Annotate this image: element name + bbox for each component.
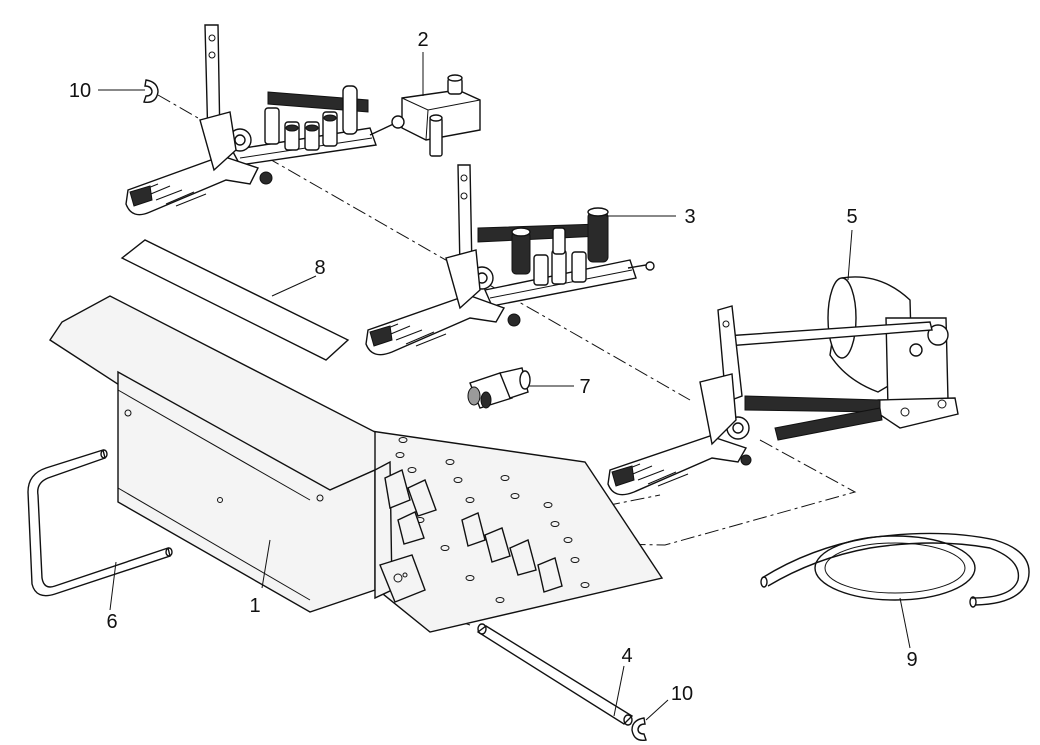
plate-brackets	[384, 469, 563, 593]
tubing-coil-part-9	[760, 532, 1030, 608]
callout-10b: 10	[671, 683, 693, 705]
callout-labels: 1 2 3 4 5 6 7 8 9 10 10	[69, 29, 918, 705]
leader-lines	[98, 52, 911, 721]
callout-9: 9	[906, 649, 917, 671]
callout-10a: 10	[69, 80, 91, 102]
callout-2: 2	[417, 29, 428, 51]
switch-block-part-2	[391, 74, 481, 157]
pedal-assembly-top	[125, 24, 403, 216]
gasket-sheet-part-8	[120, 239, 350, 361]
callout-6: 6	[106, 611, 117, 633]
callout-3: 3	[684, 206, 695, 228]
fitting-part-7	[467, 367, 531, 409]
plate-holes	[395, 437, 590, 603]
retaining-clip-part-10-bottom	[631, 717, 647, 741]
retaining-clip-part-10-top	[143, 79, 159, 103]
callout-8: 8	[314, 257, 325, 279]
base-plate-part-1	[49, 295, 664, 633]
pedal-assembly-middle	[365, 164, 655, 356]
pedal-assembly-right	[607, 276, 959, 496]
callout-5: 5	[846, 206, 857, 228]
valve-cylinders-part-3	[511, 207, 609, 286]
bent-rod-part-6	[27, 449, 173, 597]
actuator-part-5	[827, 276, 959, 429]
callout-4: 4	[621, 645, 632, 667]
callout-7: 7	[579, 376, 590, 398]
callout-1: 1	[249, 595, 260, 617]
shaft-part-4	[476, 623, 634, 726]
